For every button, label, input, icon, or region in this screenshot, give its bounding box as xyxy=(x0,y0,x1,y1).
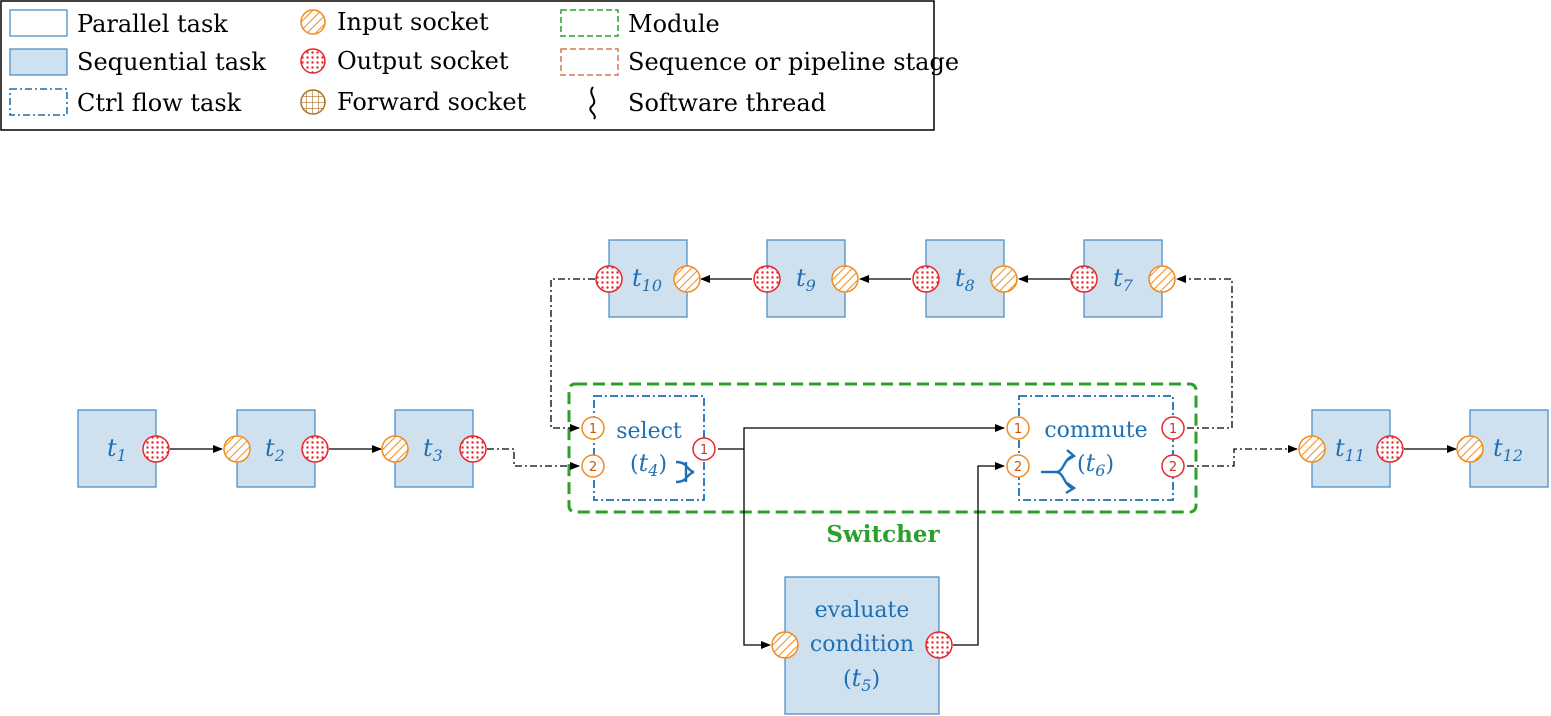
legend-parallel-task-label: Parallel task xyxy=(77,10,228,38)
select-input-socket-1-number: 1 xyxy=(589,422,597,437)
t2-input-socket xyxy=(223,435,251,463)
task-t1-label: t1 xyxy=(107,434,127,465)
legend: Parallel task Sequential task Ctrl flow … xyxy=(0,0,959,131)
edge-commute-t7 xyxy=(1176,275,1233,429)
legend-frame xyxy=(0,0,935,131)
task-t12-label: t12 xyxy=(1493,434,1523,465)
task-t10-label: t10 xyxy=(632,264,662,295)
t11-output-socket xyxy=(1376,435,1404,463)
t12-input-socket xyxy=(1456,435,1484,463)
t9-input-socket xyxy=(831,265,859,293)
task-t7-label: t7 xyxy=(1113,264,1134,295)
legend-module-label: Module xyxy=(628,10,720,38)
edge-t3-select xyxy=(487,448,580,470)
t11-input-socket xyxy=(1298,435,1326,463)
t5-output-socket xyxy=(925,631,953,659)
edge-commute-t11 xyxy=(1187,445,1298,467)
t1-output-socket xyxy=(142,435,170,463)
sockets xyxy=(142,265,1484,659)
edge-select-evaluate xyxy=(743,449,771,649)
switcher-label: Switcher xyxy=(826,521,940,548)
legend-parallel-task-swatch xyxy=(9,9,68,37)
merge-icon xyxy=(675,460,695,484)
select-task-box xyxy=(593,395,705,501)
legend-forward-socket-label: Forward socket xyxy=(337,88,527,116)
numbered-sockets: 1 2 1 1 2 1 2 xyxy=(581,416,1185,478)
commute-input-socket-2-number: 2 xyxy=(1014,460,1022,475)
evaluate-line2: condition xyxy=(810,632,914,657)
edge-t10-select xyxy=(550,278,595,432)
select-input-socket-1 xyxy=(581,416,605,440)
t8-input-socket xyxy=(990,265,1018,293)
commute-task-name: commute xyxy=(1044,418,1147,443)
t2-output-socket xyxy=(301,435,329,463)
switcher-module xyxy=(567,382,1198,514)
legend-input-socket-icon xyxy=(300,9,326,35)
t9-output-socket xyxy=(753,265,781,293)
select-output-socket-1-number: 1 xyxy=(700,443,708,458)
t10-output-socket xyxy=(595,265,623,293)
legend-output-socket-label: Output socket xyxy=(337,47,509,75)
legend-output-socket-icon xyxy=(300,48,326,74)
t8-output-socket xyxy=(912,265,940,293)
evaluate-line1: evaluate xyxy=(815,598,910,623)
t7-output-socket xyxy=(1070,265,1098,293)
commute-output-socket-1 xyxy=(1161,416,1185,440)
commute-task-box xyxy=(1018,395,1174,501)
select-input-socket-2-number: 2 xyxy=(589,460,597,475)
task-t8-label: t8 xyxy=(955,264,975,295)
commute-input-socket-1 xyxy=(1006,416,1030,440)
software-thread-icon xyxy=(589,86,596,120)
legend-sequential-task-label: Sequential task xyxy=(77,48,266,76)
legend-software-thread-label: Software thread xyxy=(628,89,826,117)
t7-input-socket xyxy=(1148,265,1176,293)
commute-input-socket-1-number: 1 xyxy=(1014,422,1022,437)
commute-output-socket-1-number: 1 xyxy=(1169,422,1177,437)
task-t3-label: t3 xyxy=(423,434,443,465)
select-task-name: select xyxy=(616,419,682,444)
select-task-id: (t4) xyxy=(630,449,667,480)
legend-input-socket-label: Input socket xyxy=(337,8,489,36)
legend-ctrl-flow-swatch xyxy=(9,88,68,116)
legend-sequential-task-swatch xyxy=(9,48,68,76)
legend-ctrl-flow-label: Ctrl flow task xyxy=(77,89,242,117)
t5-input-socket xyxy=(771,631,799,659)
legend-pipeline-stage-swatch xyxy=(560,48,619,76)
select-output-socket-1 xyxy=(692,437,716,461)
evaluate-task-id: (t5) xyxy=(843,664,880,695)
edge-evaluate-commute xyxy=(953,462,1005,646)
connections xyxy=(170,275,1457,649)
t3-input-socket xyxy=(381,435,409,463)
legend-module-swatch xyxy=(560,9,619,37)
select-input-socket-2 xyxy=(581,454,605,478)
task-t2-label: t2 xyxy=(265,434,285,465)
task-t11-label: t11 xyxy=(1335,434,1365,465)
edge-select-commute xyxy=(718,424,1005,450)
commute-output-socket-2 xyxy=(1161,454,1185,478)
commute-output-socket-2-number: 2 xyxy=(1169,460,1177,475)
t10-input-socket xyxy=(673,265,701,293)
legend-pipeline-stage-label: Sequence or pipeline stage xyxy=(628,48,959,76)
split-icon xyxy=(1041,449,1077,495)
t3-output-socket xyxy=(459,435,487,463)
commute-input-socket-2 xyxy=(1006,454,1030,478)
commute-task-id: (t6) xyxy=(1077,449,1114,480)
legend-forward-socket-icon xyxy=(300,89,326,115)
task-t9-label: t9 xyxy=(796,264,816,295)
